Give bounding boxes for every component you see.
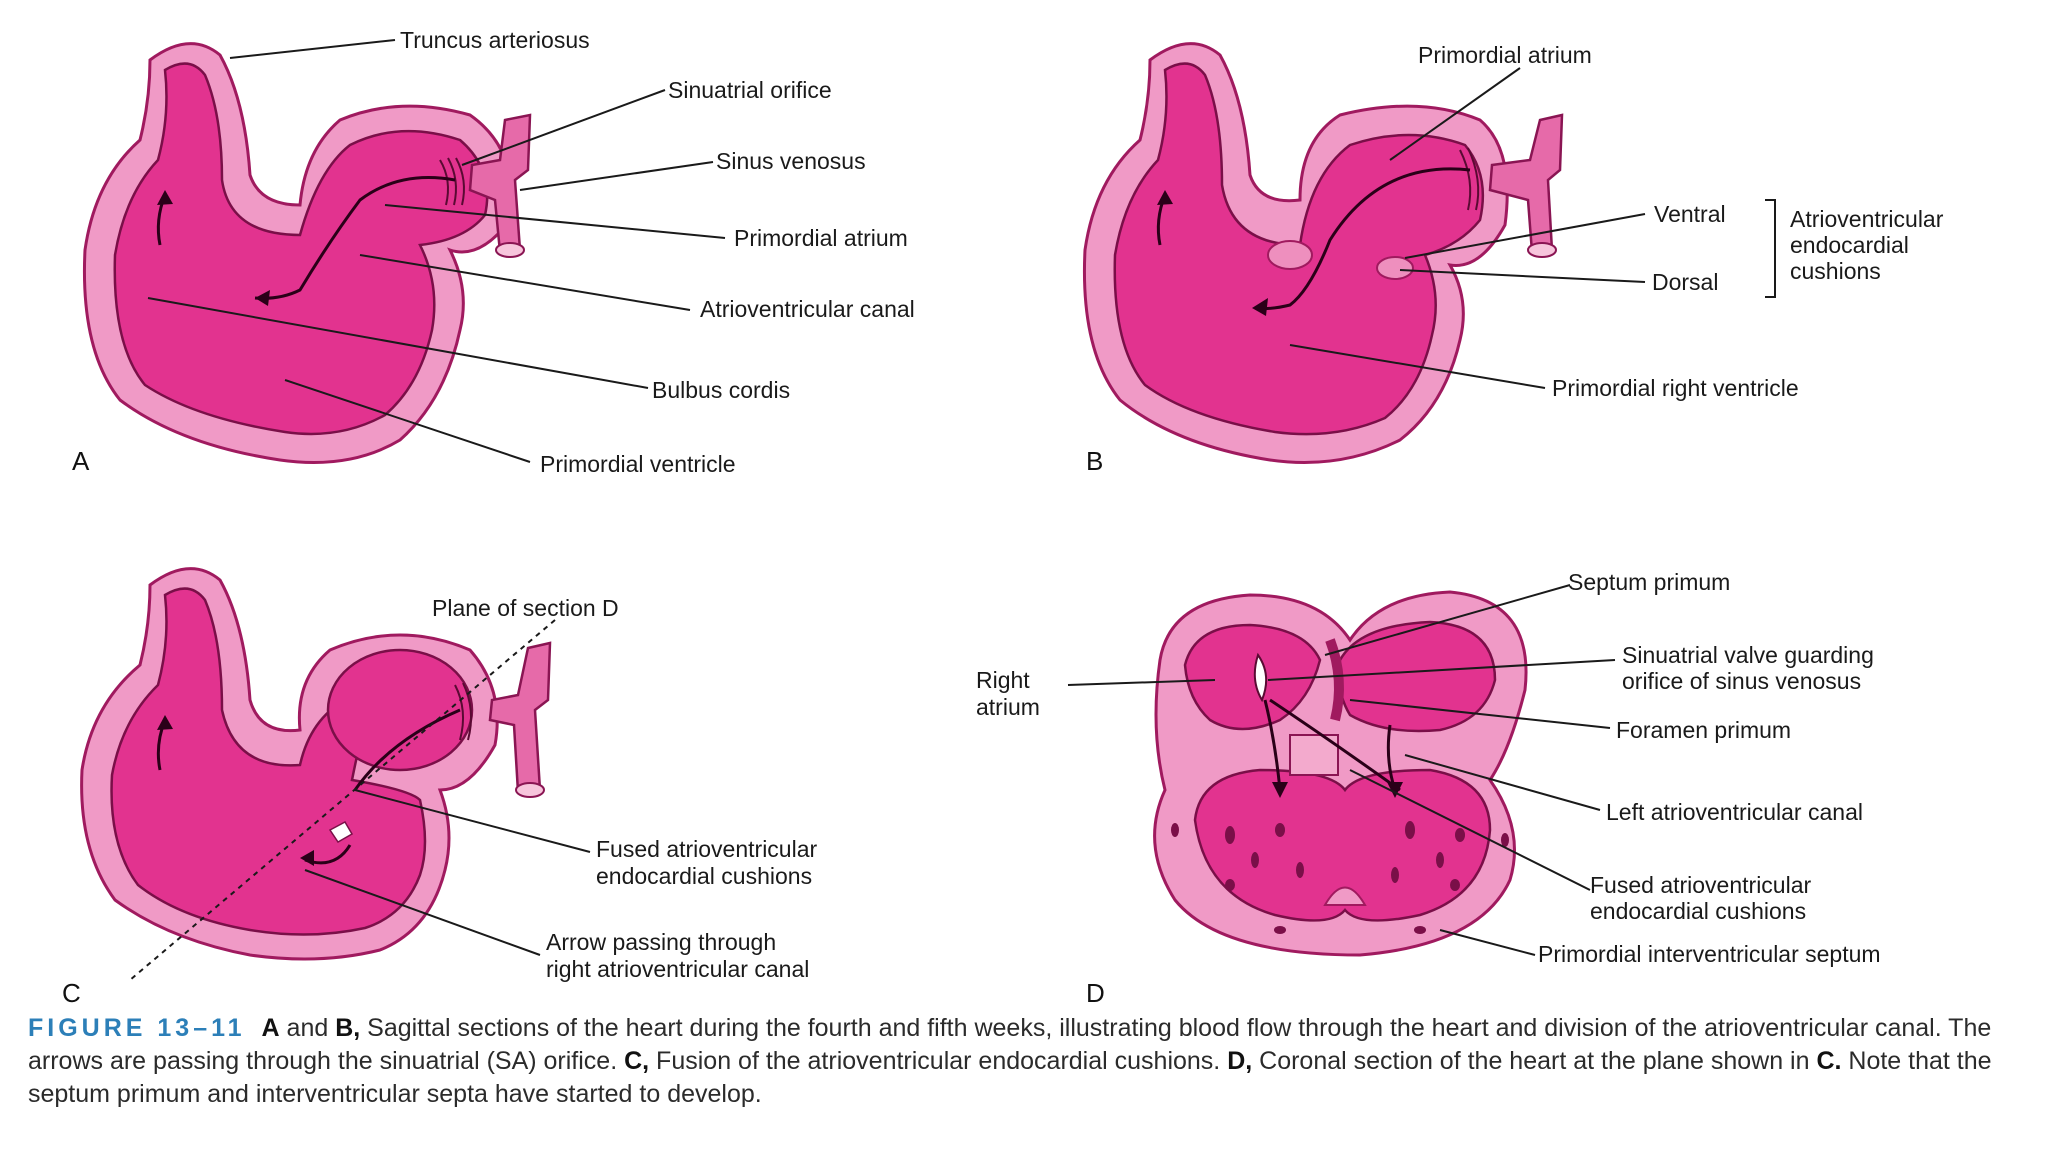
label-right-atrium-line-2: atrium <box>976 694 1040 720</box>
caption-text-4: Coronal section of the heart at the plan… <box>1252 1047 1817 1075</box>
label-cushions-line-1: Atrioventricular <box>1790 206 1944 232</box>
caption-bold-b: B, <box>335 1014 361 1042</box>
caption-text-3: Fusion of the atrioventricular endocardi… <box>649 1047 1228 1075</box>
figure-caption: FIGURE 13–11 A and B, Sagittal sections o… <box>28 1012 2022 1111</box>
panel-d-heart-illustration <box>1153 590 1528 957</box>
label-plane-of-section-d: Plane of section D <box>432 595 619 621</box>
label-truncus-arteriosus: Truncus arteriosus <box>400 27 590 53</box>
label-sinuatrial-valve-line-1: Sinuatrial valve guarding <box>1622 642 1874 668</box>
panel-letter-c: C <box>62 978 81 1008</box>
panel-b-heart-illustration <box>1082 42 1564 464</box>
label-sinuatrial-orifice: Sinuatrial orifice <box>668 77 832 103</box>
panel-letter-a: A <box>72 446 90 476</box>
caption-bold-d: D, <box>1227 1047 1253 1075</box>
panel-c: Plane of section D Fused atrioventricula… <box>62 567 817 1008</box>
label-sinus-venosus: Sinus venosus <box>716 148 866 174</box>
label-fused-cushions-d-line-2: endocardial cushions <box>1590 898 1806 924</box>
label-primordial-atrium-b: Primordial atrium <box>1418 42 1592 68</box>
label-arrow-passing-line-2: right atrioventricular canal <box>546 956 809 982</box>
label-primordial-ventricle: Primordial ventricle <box>540 451 736 477</box>
panel-d: Septum primum Sinuatrial valve guarding … <box>976 569 1881 1008</box>
panel-letter-b: B <box>1086 446 1103 476</box>
label-fused-cushions-d-line-1: Fused atrioventricular <box>1590 872 1811 898</box>
caption-text-5: Note that the septum primum and interven… <box>28 1047 1992 1108</box>
label-foramen-primum: Foramen primum <box>1616 717 1791 743</box>
label-cushions-line-3: cushions <box>1790 258 1881 284</box>
caption-text-2: Sagittal sections of the heart during th… <box>28 1014 1992 1075</box>
label-interventricular-septum: Primordial interventricular septum <box>1538 941 1881 967</box>
label-primordial-atrium-a: Primordial atrium <box>734 225 908 251</box>
label-right-atrium-line-1: Right <box>976 667 1030 693</box>
figure-label: FIGURE 13–11 <box>28 1014 246 1042</box>
caption-text-1: and <box>279 1014 336 1042</box>
label-fused-cushions-c-line-2: endocardial cushions <box>596 863 812 889</box>
label-dorsal: Dorsal <box>1652 269 1718 295</box>
panel-c-heart-illustration <box>80 567 556 981</box>
label-arrow-passing-line-1: Arrow passing through <box>546 929 776 955</box>
label-ventral: Ventral <box>1654 201 1726 227</box>
heart-development-figure: Truncus arteriosus Sinuatrial orifice Si… <box>62 27 1944 1008</box>
label-septum-primum: Septum primum <box>1568 569 1730 595</box>
label-bulbus-cordis: Bulbus cordis <box>652 377 790 403</box>
label-primordial-right-ventricle: Primordial right ventricle <box>1552 375 1799 401</box>
label-cushions-line-2: endocardial <box>1790 232 1909 258</box>
caption-bold-c2: C. <box>1816 1047 1842 1075</box>
panel-a: Truncus arteriosus Sinuatrial orifice Si… <box>72 27 915 477</box>
panel-a-heart-illustration <box>82 42 532 464</box>
caption-bold-a: A <box>261 1014 280 1042</box>
label-fused-cushions-c-line-1: Fused atrioventricular <box>596 836 817 862</box>
panel-b: Primordial atrium Ventral Dorsal Atriove… <box>1082 42 1944 476</box>
label-atrioventricular-canal: Atrioventricular canal <box>700 296 915 322</box>
label-sinuatrial-valve-line-2: orifice of sinus venosus <box>1622 668 1861 694</box>
panel-letter-d: D <box>1086 978 1105 1008</box>
caption-bold-c: C, <box>624 1047 650 1075</box>
label-left-av-canal: Left atrioventricular canal <box>1606 799 1863 825</box>
